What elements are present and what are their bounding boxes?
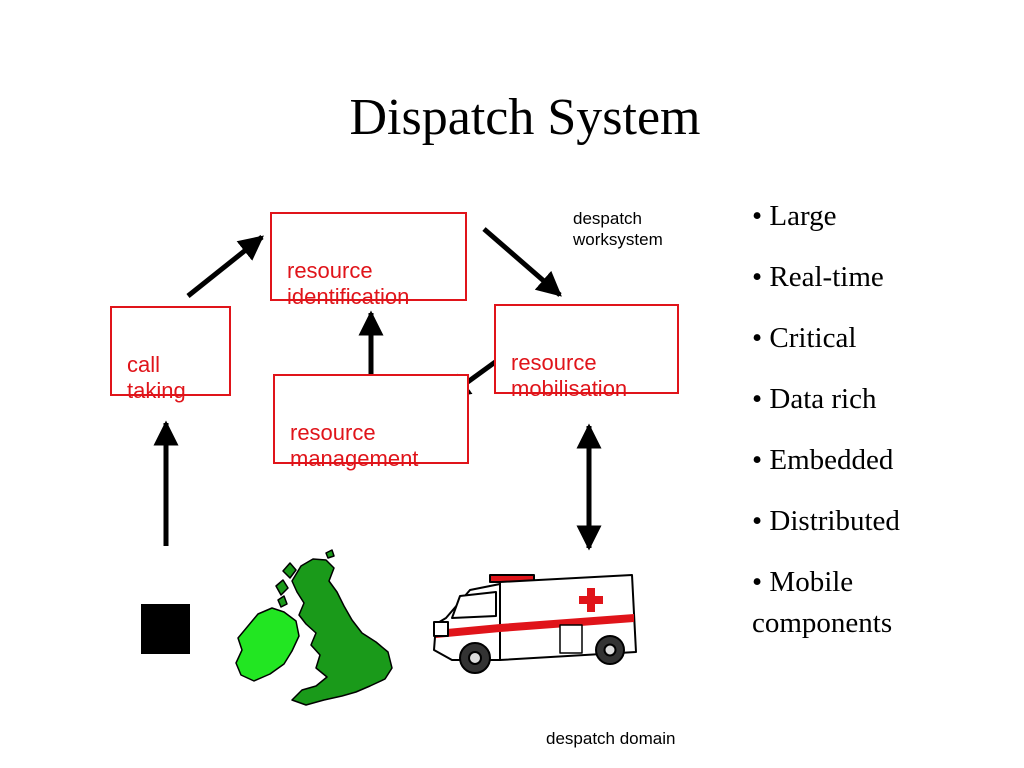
box-resource-management: resource management xyxy=(273,374,469,471)
british-isles-map-icon xyxy=(235,549,393,706)
domain-label: despatch domain xyxy=(546,729,676,748)
box-resource-mobilisation: resource mobilisation xyxy=(494,304,679,401)
box-label: call taking xyxy=(127,352,186,403)
box-label: resource identification xyxy=(287,258,410,309)
box-call-taking: call taking xyxy=(110,306,231,403)
bullet-item: Real-time xyxy=(752,257,932,298)
ambulance-icon xyxy=(433,574,637,674)
telephone-icon xyxy=(141,604,190,654)
box-label: resource mobilisation xyxy=(511,350,628,401)
arrow-call-to-identification xyxy=(186,235,264,298)
bullet-item: Critical xyxy=(752,318,932,359)
bullet-item: Data rich xyxy=(752,379,932,420)
bullet-item: Distributed xyxy=(752,501,932,542)
feature-list: Large Real-time Critical Data rich Embed… xyxy=(752,196,932,664)
bullet-item: Mobile components xyxy=(752,562,932,644)
box-resource-identification: resource identification xyxy=(270,212,467,309)
arrow-identification-to-mobilisation xyxy=(482,227,562,297)
worksystem-label: despatch worksystem xyxy=(573,209,663,249)
slide-title: Dispatch System xyxy=(349,89,701,146)
box-label: resource management xyxy=(290,420,419,471)
bullet-item: Embedded xyxy=(752,440,932,481)
bullet-item: Large xyxy=(752,196,932,237)
